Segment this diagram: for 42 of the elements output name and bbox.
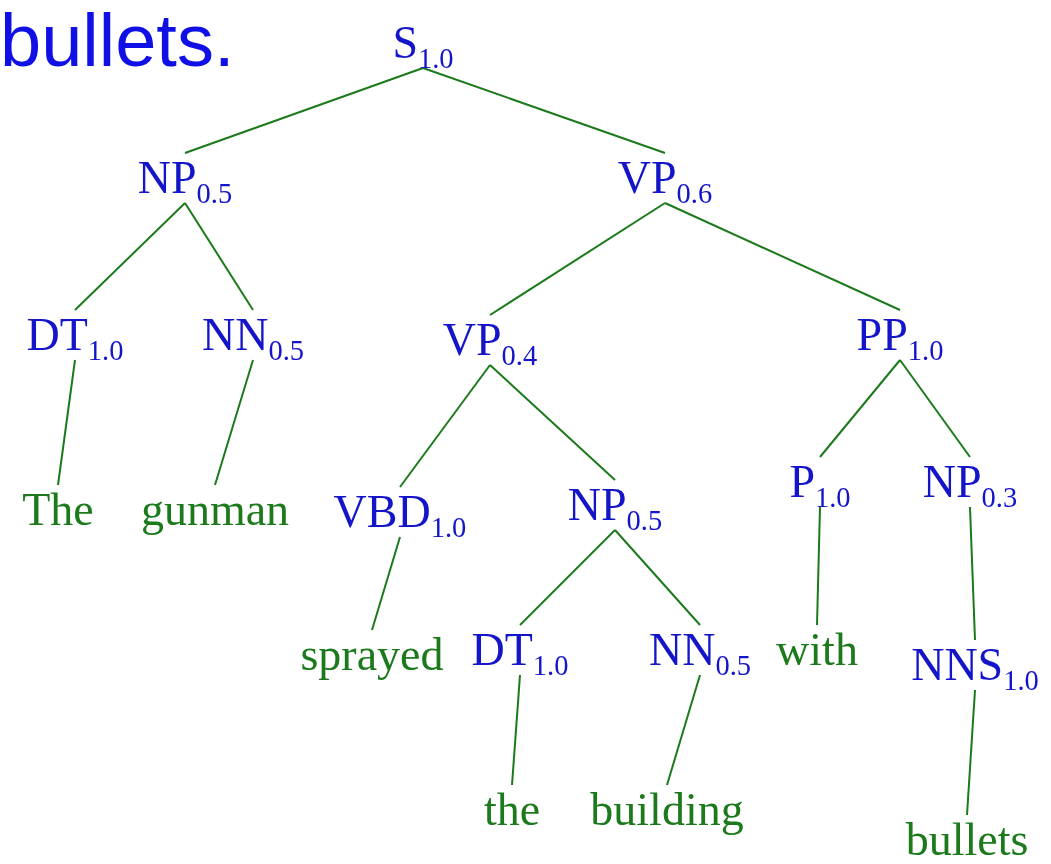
- tree-node-label: NN$_{0.5}$: [648, 627, 752, 673]
- word-leaf: the: [483, 787, 541, 833]
- tree-branch: [184, 202, 254, 311]
- word-leaf: with: [776, 627, 858, 673]
- tree-branch: [57, 359, 76, 486]
- tree-branch: [489, 202, 666, 316]
- tree-node-label: VP$_{0.6}$: [617, 155, 713, 201]
- tree-node-label: NP$_{0.5}$: [567, 482, 663, 528]
- word-leaf: The: [22, 487, 94, 533]
- tree-node-label: VP$_{0.4}$: [442, 317, 538, 363]
- tree-node-label: NNS$_{1.0}$: [911, 642, 1039, 688]
- word-leaf: building: [590, 787, 744, 833]
- tree-node-label: DT$_{1.0}$: [471, 627, 569, 673]
- tree-branch: [399, 364, 491, 488]
- word-leaf: bullets: [905, 817, 1029, 863]
- tree-branch: [422, 67, 666, 154]
- tree-node-label: PP$_{1.0}$: [856, 312, 944, 358]
- tree-branch: [819, 359, 901, 458]
- tree-branch: [519, 529, 616, 626]
- tree-node-label: NP$_{0.5}$: [137, 155, 233, 201]
- tree-branch: [666, 674, 701, 786]
- tree-branch: [511, 674, 521, 786]
- slide-title: bullets.: [0, 4, 235, 78]
- tree-branch: [969, 506, 976, 641]
- tree-branch: [489, 364, 616, 481]
- tree-branch: [966, 689, 976, 816]
- word-leaf: sprayed: [300, 632, 444, 678]
- tree-branch: [899, 359, 971, 458]
- tree-branch: [614, 529, 701, 626]
- tree-branch: [184, 67, 424, 154]
- tree-branch: [371, 536, 401, 631]
- tree-branch: [74, 202, 186, 311]
- tree-node-label: DT$_{1.0}$: [26, 312, 124, 358]
- word-leaf: gunman: [140, 487, 290, 533]
- tree-node-label: NP$_{0.3}$: [922, 459, 1018, 505]
- tree-node-label: S$_{1.0}$: [392, 20, 454, 66]
- tree-node-label: NN$_{0.5}$: [201, 312, 305, 358]
- tree-branch: [214, 359, 254, 486]
- tree-node-label: P$_{1.0}$: [789, 459, 851, 505]
- tree-branch: [816, 506, 821, 626]
- tree-branch: [664, 202, 901, 311]
- tree-node-label: VBD$_{1.0}$: [333, 489, 467, 535]
